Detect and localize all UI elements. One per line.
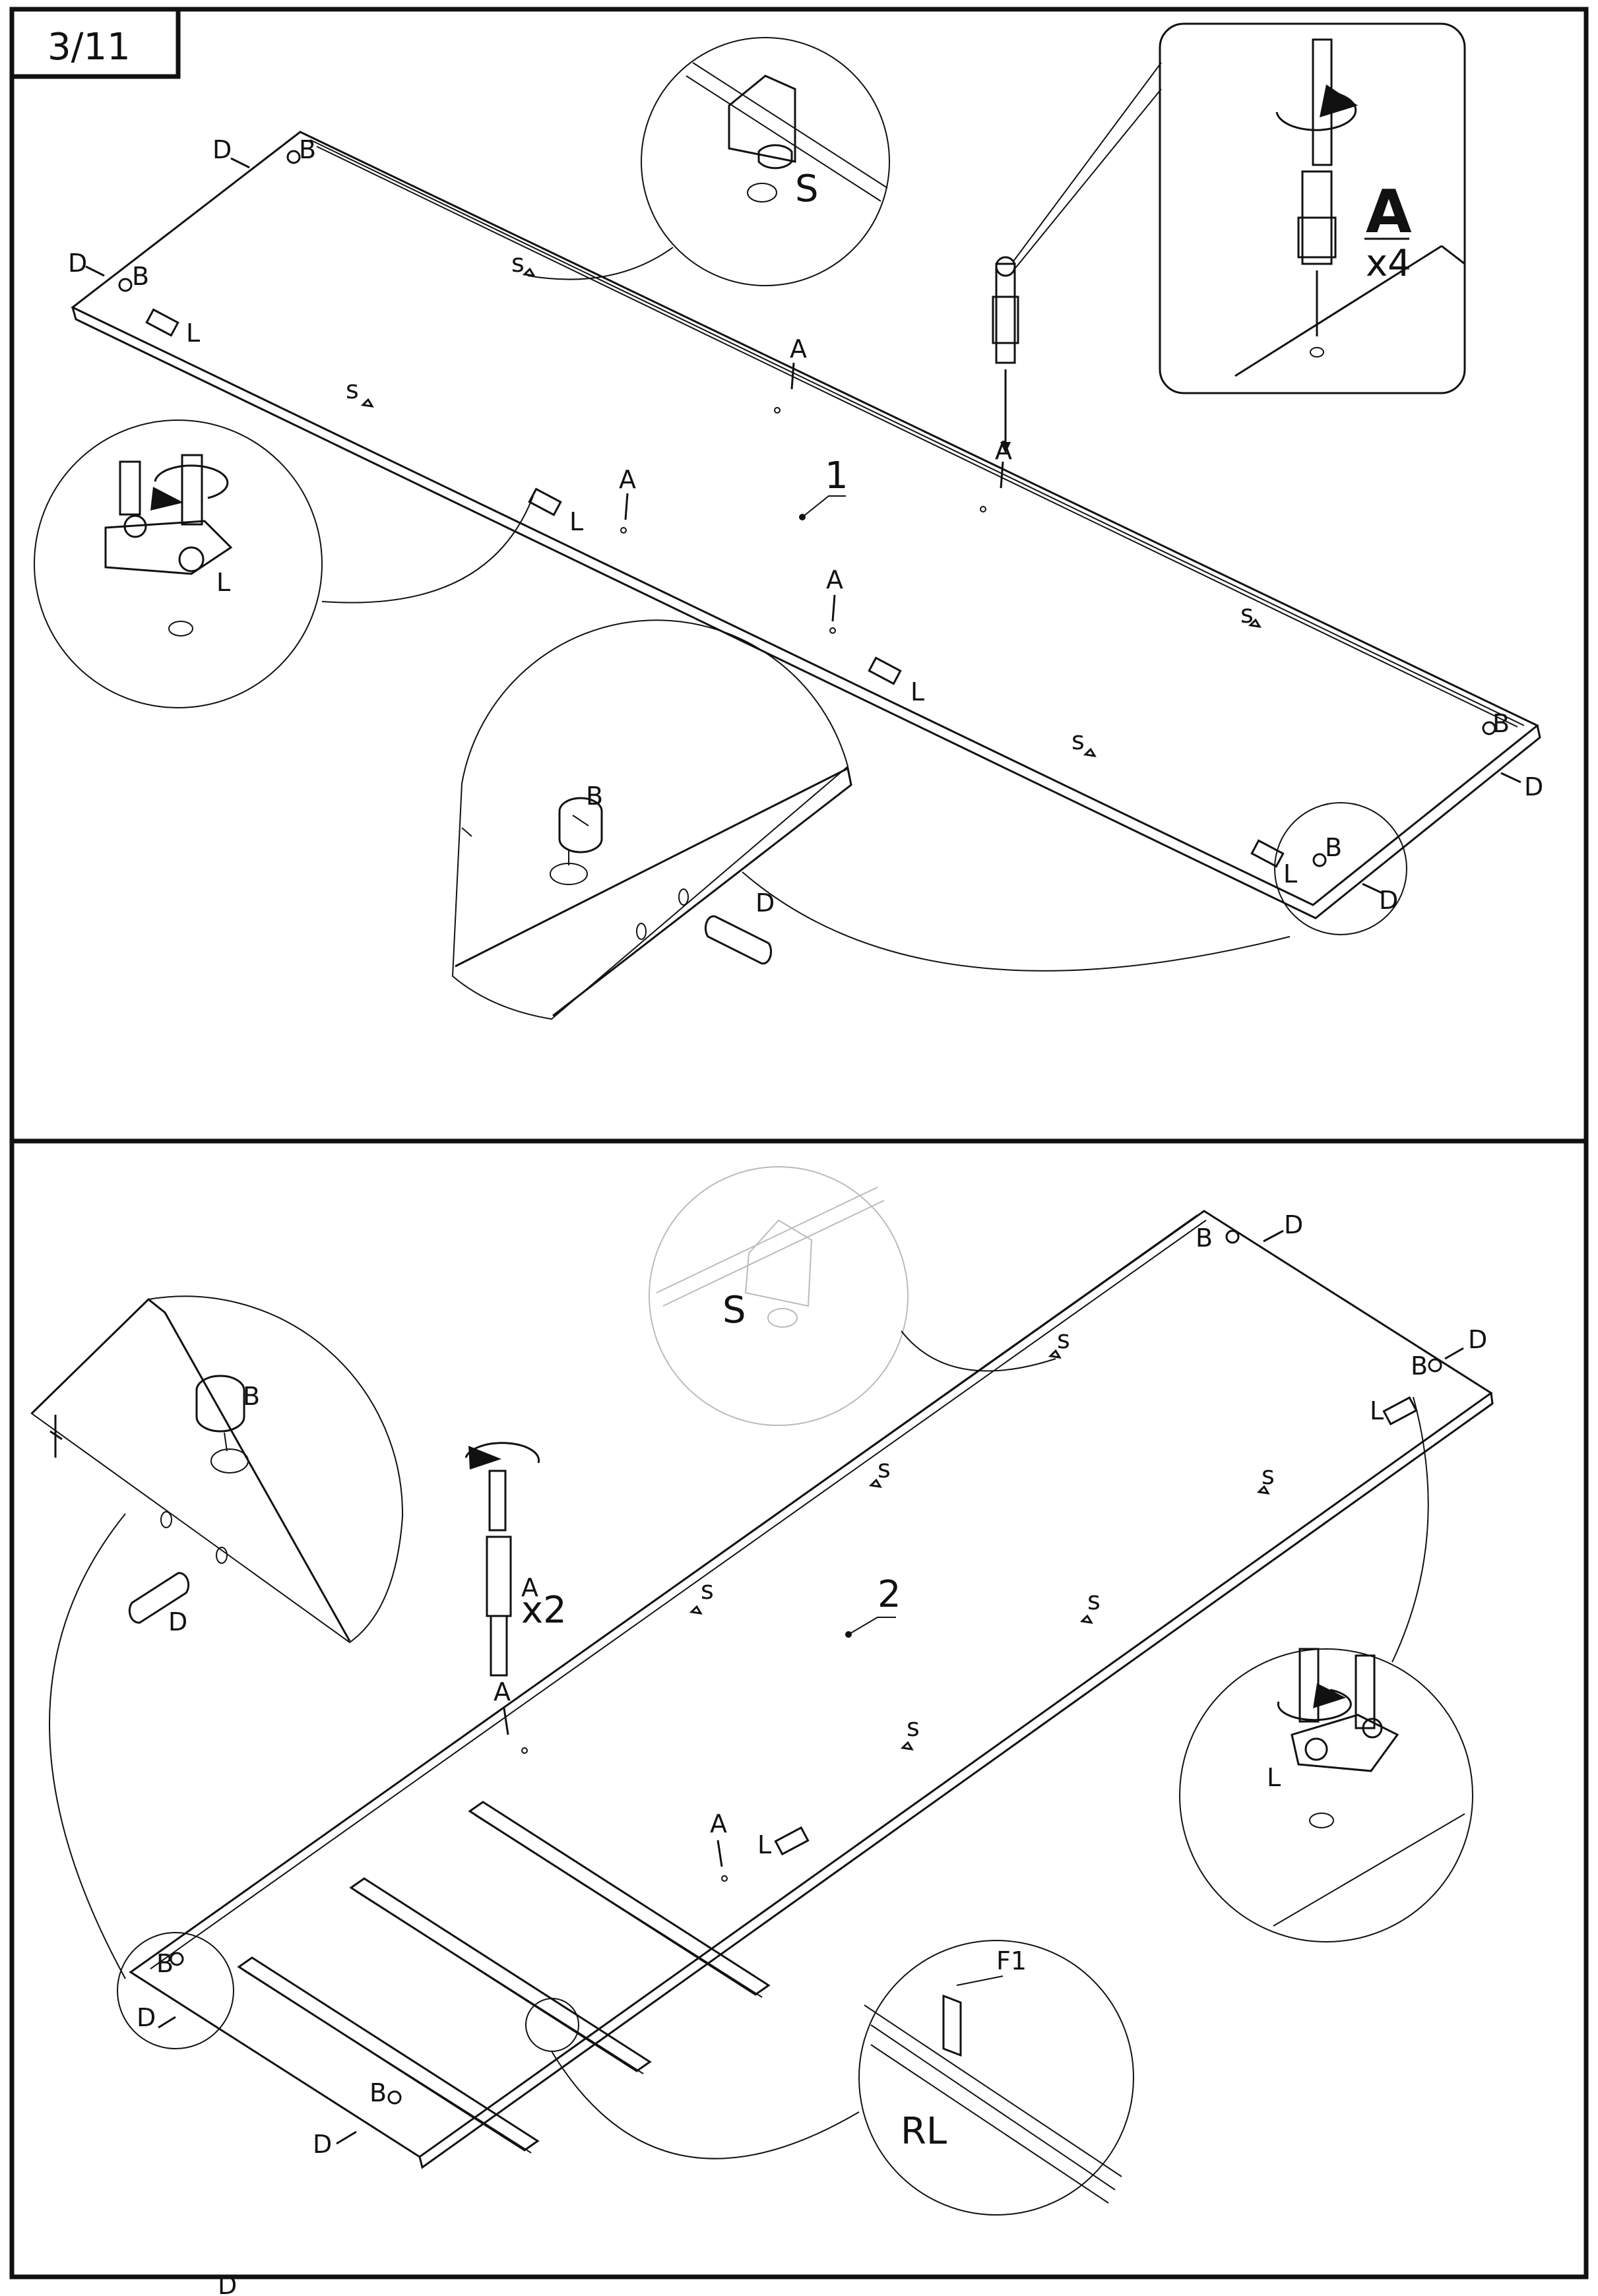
detail2-S-label: S — [722, 1289, 746, 1332]
label-L-4: L — [1283, 859, 1297, 888]
cam-bolt-A-x2: A x2 — [464, 1442, 567, 1677]
label2-L-2: L — [757, 1830, 771, 1859]
label-D-2: D — [68, 249, 87, 278]
label-s-3: s — [1240, 600, 1254, 629]
label2-s-4: s — [701, 1576, 714, 1605]
label-L-2: L — [569, 507, 583, 536]
panel-number-1: 1 — [825, 454, 848, 497]
step1-diagram: D B D B L s s A A A A L L s s B D B L D … — [34, 22, 1543, 1020]
detail2-L-label: L — [1267, 1763, 1281, 1792]
label-B-3: B — [1492, 709, 1510, 738]
label2-s-3: s — [1262, 1461, 1275, 1490]
label-A-4: A — [995, 436, 1012, 465]
label2-s-1: s — [1057, 1325, 1070, 1354]
label-A-3: A — [826, 565, 843, 594]
footer-stray-label: D — [218, 2271, 237, 2296]
detail-box-A: A x4 — [1159, 22, 1466, 394]
label2-B-4: B — [369, 2078, 387, 2107]
label2-B-1: B — [1196, 1224, 1213, 1253]
hardware-markers-1 — [85, 150, 1521, 894]
detail-B-label: B — [586, 782, 603, 811]
label2-D-3: D — [137, 2003, 156, 2032]
label2-B-2: B — [1411, 1351, 1428, 1381]
screw-A-label: A — [521, 1573, 538, 1602]
label-B-1: B — [299, 135, 316, 164]
panel-2-board — [129, 1210, 1494, 2169]
label-B-4: B — [1325, 833, 1342, 862]
label2-s-5: s — [1087, 1586, 1101, 1615]
label2-D-1: D — [1284, 1210, 1303, 1239]
label-D-4: D — [1379, 886, 1398, 915]
label-A-2: A — [619, 465, 636, 494]
label-s-4: s — [1071, 726, 1085, 755]
detail-A-qty: x4 — [1366, 242, 1411, 285]
label2-B-3: B — [156, 1949, 174, 1978]
detail2-circle-B-D: B D — [30, 1295, 404, 2049]
rail-RL-label: RL — [901, 2110, 947, 2153]
label2-L-1: L — [1370, 1396, 1384, 1425]
detail2-circle-S: S — [649, 1166, 1056, 1426]
detail-A-label: A — [1366, 177, 1412, 247]
detail-D-label: D — [755, 888, 775, 917]
detail-circle-B-D: B D — [451, 619, 1407, 1020]
hardware-markers-2 — [158, 1229, 1464, 2145]
step2-diagram: D B D B L s s s s s s A A L B D B D 2 A … — [30, 1166, 1494, 2216]
label-L-3: L — [911, 677, 924, 706]
label2-A-2: A — [710, 1809, 727, 1838]
label2-D-2: D — [1468, 1325, 1487, 1354]
label-L-1: L — [186, 319, 200, 348]
label2-D-4: D — [313, 2130, 332, 2159]
label2-s-2: s — [878, 1454, 891, 1483]
label-D-1: D — [212, 135, 232, 164]
rail-F1-label: F1 — [996, 1946, 1027, 1975]
label-A-1: A — [790, 334, 807, 363]
detail2-circle-L: L — [1179, 1396, 1473, 1942]
label2-s-6: s — [907, 1713, 920, 1742]
drawer-runners — [237, 1801, 771, 2154]
panel-number-2: 2 — [878, 1573, 901, 1616]
detail-L-label: L — [216, 568, 230, 597]
detail2-D-label: D — [168, 1607, 187, 1636]
label-s-1: s — [511, 249, 525, 278]
page-number-box: 3/11 — [9, 7, 181, 79]
page-number: 3/11 — [48, 26, 131, 69]
label-s-2: s — [346, 375, 359, 404]
detail-S-label: S — [795, 168, 819, 210]
label-B-2: B — [132, 262, 149, 291]
label2-A-1: A — [494, 1677, 511, 1706]
detail-circle-L: L — [34, 419, 534, 708]
detail-circle-S: S — [527, 37, 890, 286]
detail2-B-label: B — [243, 1382, 260, 1411]
cam-bolt-insert — [992, 62, 1162, 454]
panel-1-board — [71, 131, 1541, 919]
screw-A-qty: x2 — [521, 1589, 567, 1632]
label-D-3: D — [1524, 772, 1543, 801]
detail2-circle-rail: F1 RL — [525, 1940, 1134, 2216]
